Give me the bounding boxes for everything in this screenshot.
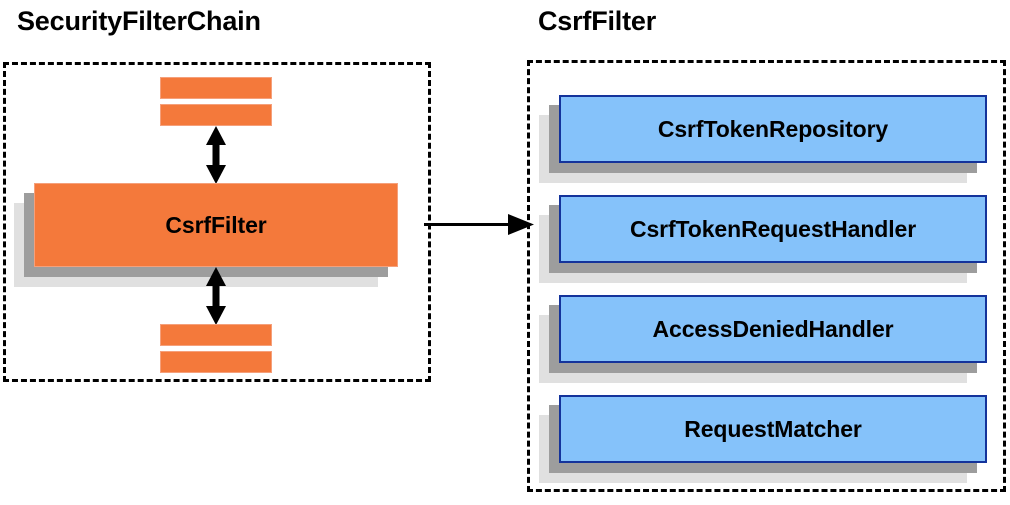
node-csrf-token-repository[interactable]: CsrfTokenRepository xyxy=(539,95,987,183)
filter-bar-bottom-2 xyxy=(160,351,272,373)
node-face: AccessDeniedHandler xyxy=(559,295,987,363)
page-title-security-filter-chain: SecurityFilterChain xyxy=(17,6,261,36)
node-face: RequestMatcher xyxy=(559,395,987,463)
arrow-bottom-bidirectional xyxy=(205,267,227,325)
node-face: CsrfTokenRepository xyxy=(559,95,987,163)
group-box-csrf-filter xyxy=(527,60,1006,492)
node-label: CsrfTokenRepository xyxy=(657,115,889,142)
node-face: CsrfFilter xyxy=(34,183,398,267)
filter-bar-bottom-1 xyxy=(160,324,272,346)
node-label: AccessDeniedHandler xyxy=(652,315,894,342)
arrow-right-icon xyxy=(424,214,534,235)
filter-bar-top-2 xyxy=(160,104,272,126)
arrow-top-bidirectional xyxy=(205,126,227,184)
filter-bar-top-1 xyxy=(160,77,272,99)
node-csrf-token-request-handler[interactable]: CsrfTokenRequestHandler xyxy=(539,195,987,283)
node-face: CsrfTokenRequestHandler xyxy=(559,195,987,263)
group-box-security-filter-chain xyxy=(3,62,431,382)
node-access-denied-handler[interactable]: AccessDeniedHandler xyxy=(539,295,987,383)
arrow-top-bidirectional-icon xyxy=(206,126,226,184)
page-title-csrf-filter: CsrfFilter xyxy=(538,6,657,36)
arrow-bottom-bidirectional-icon xyxy=(206,267,226,325)
node-label: CsrfFilter xyxy=(165,211,267,238)
node-label: CsrfTokenRequestHandler xyxy=(629,215,917,242)
node-csrf-filter[interactable]: CsrfFilter xyxy=(14,183,398,287)
node-request-matcher[interactable]: RequestMatcher xyxy=(539,395,987,483)
csrf-filter-expansion-arrow xyxy=(424,214,534,236)
node-label: RequestMatcher xyxy=(684,415,862,442)
